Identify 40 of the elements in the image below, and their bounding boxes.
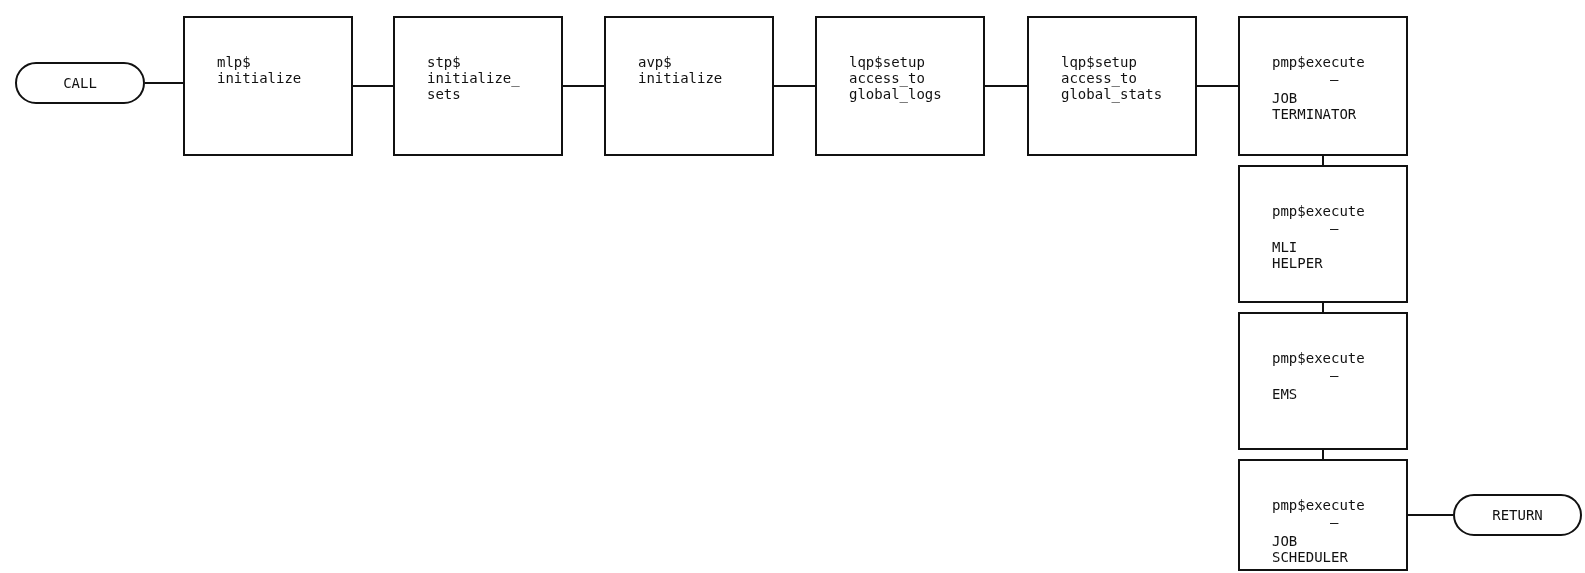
separator-text: — [1330,366,1339,384]
node-label: CALL [63,75,97,91]
process-box [1027,16,1197,156]
node-label: avp$ initialize [638,54,723,86]
node-label: pmp$execute [1272,350,1365,366]
connector-line [144,82,184,84]
process-box [1238,312,1408,450]
node-label: pmp$execute [1272,203,1365,219]
connector-line [562,85,605,87]
connector-line [1322,302,1324,313]
terminal-box [15,62,145,104]
node-label: JOB SCHEDULER [1272,533,1348,565]
separator-text: — [1330,219,1339,237]
node-label: lqp$setup access_to global_logs [849,54,942,102]
node-label: JOB TERMINATOR [1272,90,1357,122]
separator-text: — [1330,513,1339,531]
node-label: mlp$ initialize [217,54,302,86]
process-box [393,16,563,156]
connector-line [352,85,394,87]
connector-line [1407,514,1454,516]
connector-line [1322,155,1324,166]
connector-line [773,85,816,87]
separator-text: — [1330,70,1339,88]
process-box [1238,16,1408,156]
node-label: RETURN [1492,507,1543,523]
connector-line [984,85,1028,87]
node-label: MLI HELPER [1272,239,1323,271]
node-label: stp$ initialize_ sets [427,54,520,102]
process-box [1238,459,1408,571]
process-box [1238,165,1408,303]
node-label: pmp$execute [1272,497,1365,513]
connector-line [1322,449,1324,460]
connector-line [1196,85,1239,87]
process-box [183,16,353,156]
node-label: pmp$execute [1272,54,1365,70]
node-label: lqp$setup access_to global_stats [1061,54,1163,102]
terminal-box [1453,494,1582,536]
process-box [604,16,774,156]
process-box [815,16,985,156]
node-label: EMS [1272,386,1298,402]
